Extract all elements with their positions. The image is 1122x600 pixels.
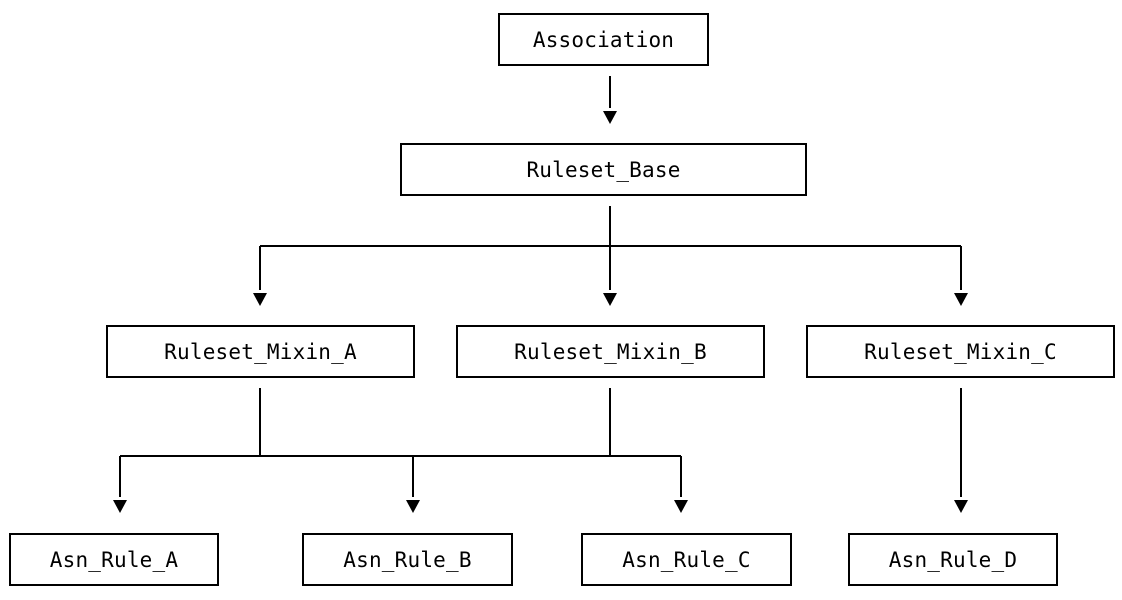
node-ruleset-mixin-c: Ruleset_Mixin_C — [806, 325, 1115, 378]
arrowhead-ruleset-base — [603, 111, 617, 124]
node-asn-rule-b: Asn_Rule_B — [302, 533, 513, 586]
node-association: Association — [498, 13, 709, 66]
arrowhead-asn-rule-a — [113, 500, 127, 513]
node-asn-rule-d: Asn_Rule_D — [848, 533, 1058, 586]
arrowhead-ruleset-mixin-b — [603, 293, 617, 306]
arrowhead-ruleset-mixin-c — [954, 293, 968, 306]
arrowhead-asn-rule-b — [406, 500, 420, 513]
node-ruleset-mixin-b: Ruleset_Mixin_B — [456, 325, 765, 378]
arrowhead-asn-rule-d — [954, 500, 968, 513]
arrowhead-ruleset-mixin-a — [253, 293, 267, 306]
node-asn-rule-a: Asn_Rule_A — [9, 533, 219, 586]
node-ruleset-mixin-a: Ruleset_Mixin_A — [106, 325, 415, 378]
arrowhead-asn-rule-c — [674, 500, 688, 513]
node-ruleset-base: Ruleset_Base — [400, 143, 807, 196]
node-asn-rule-c: Asn_Rule_C — [581, 533, 792, 586]
